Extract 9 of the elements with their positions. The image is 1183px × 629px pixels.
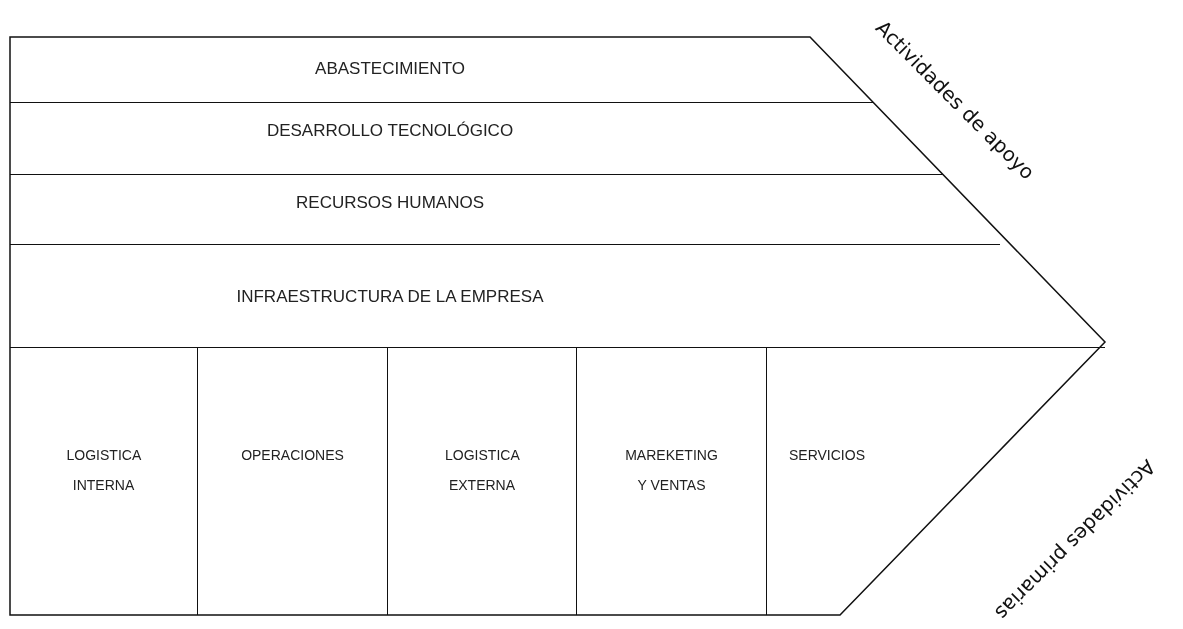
support-activity-band: INFRAESTRUCTURA DE LA EMPRESA xyxy=(10,245,1105,348)
primary-activity-cell: OPERACIONES xyxy=(198,348,388,615)
support-activity-band: DESARROLLO TECNOLÓGICO xyxy=(10,103,943,175)
primary-activity-cell: LOGISTICA EXTERNA xyxy=(388,348,577,615)
support-activity-band: RECURSOS HUMANOS xyxy=(10,175,1000,245)
support-activity-band: ABASTECIMIENTO xyxy=(10,37,873,103)
primary-activity-cell: MAREKETING Y VENTAS xyxy=(577,348,767,615)
primary-activity-cell: LOGISTICA INTERNA xyxy=(10,348,198,615)
primary-activity-cell: SERVICIOS xyxy=(767,348,887,615)
